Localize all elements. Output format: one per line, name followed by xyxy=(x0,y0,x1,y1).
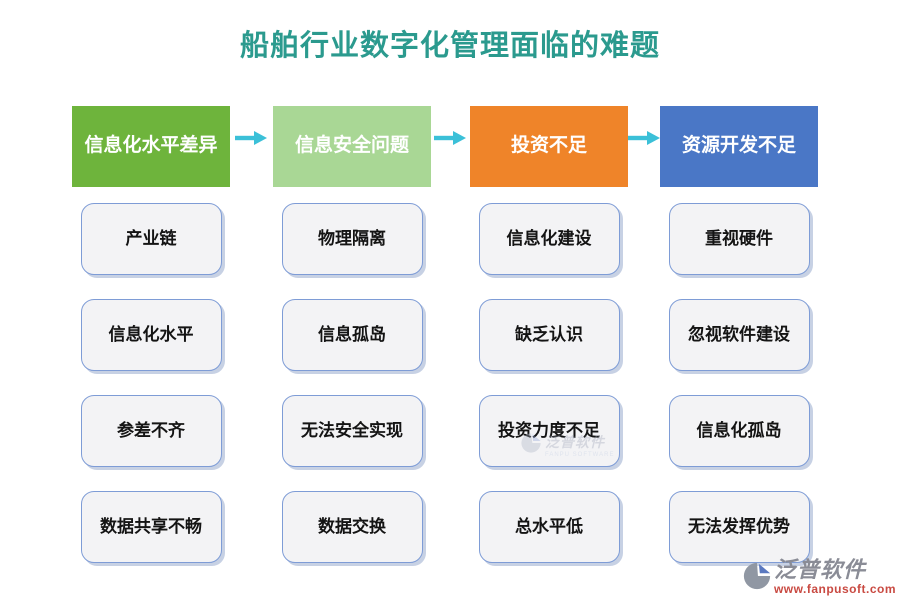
diagram-node: 投资力度不足 xyxy=(478,395,620,467)
arrow-right-icon xyxy=(628,130,660,146)
arrow-right-icon xyxy=(434,130,466,146)
diagram-node: 信息化水平 xyxy=(80,299,222,371)
diagram-node: 总水平低 xyxy=(478,491,620,563)
diagram-node: 信息化建设 xyxy=(478,203,620,275)
column-header: 信息化水平差异 xyxy=(72,106,230,187)
diagram-node: 信息化孤岛 xyxy=(668,395,810,467)
diagram-node: 数据共享不畅 xyxy=(80,491,222,563)
diagram-node: 信息孤岛 xyxy=(281,299,423,371)
fanpu-logo-icon xyxy=(742,561,772,591)
diagram-node: 缺乏认识 xyxy=(478,299,620,371)
logo-website-url: www.fanpusoft.com xyxy=(773,582,896,596)
diagram-node: 参差不齐 xyxy=(80,395,222,467)
diagram-node: 无法发挥优势 xyxy=(668,491,810,563)
page-title: 船舶行业数字化管理面临的难题 xyxy=(239,30,660,62)
column-info-level-gap: 信息化水平差异 产业链 信息化水平 参差不齐 数据共享不畅 xyxy=(72,106,230,563)
logo-company-name: 泛普软件 xyxy=(773,557,866,582)
diagram-node: 无法安全实现 xyxy=(281,395,423,467)
column-resource-development: 资源开发不足 重视硬件 忽视软件建设 信息化孤岛 无法发挥优势 xyxy=(660,106,818,563)
column-header: 投资不足 xyxy=(470,106,628,187)
column-investment-shortage: 投资不足 信息化建设 缺乏认识 投资力度不足 总水平低 xyxy=(470,106,628,563)
column-info-security: 信息安全问题 物理隔离 信息孤岛 无法安全实现 数据交换 xyxy=(273,106,431,563)
diagram-node: 产业链 xyxy=(80,203,222,275)
diagram-node: 忽视软件建设 xyxy=(668,299,810,371)
diagram-node: 重视硬件 xyxy=(668,203,810,275)
arrow-right-icon xyxy=(235,130,267,146)
diagram-node: 物理隔离 xyxy=(281,203,423,275)
column-header: 资源开发不足 xyxy=(660,106,818,187)
diagram-node: 数据交换 xyxy=(281,491,423,563)
fanpu-logo: 泛普软件 www.fanpusoft.com xyxy=(742,559,896,596)
column-header: 信息安全问题 xyxy=(273,106,431,187)
